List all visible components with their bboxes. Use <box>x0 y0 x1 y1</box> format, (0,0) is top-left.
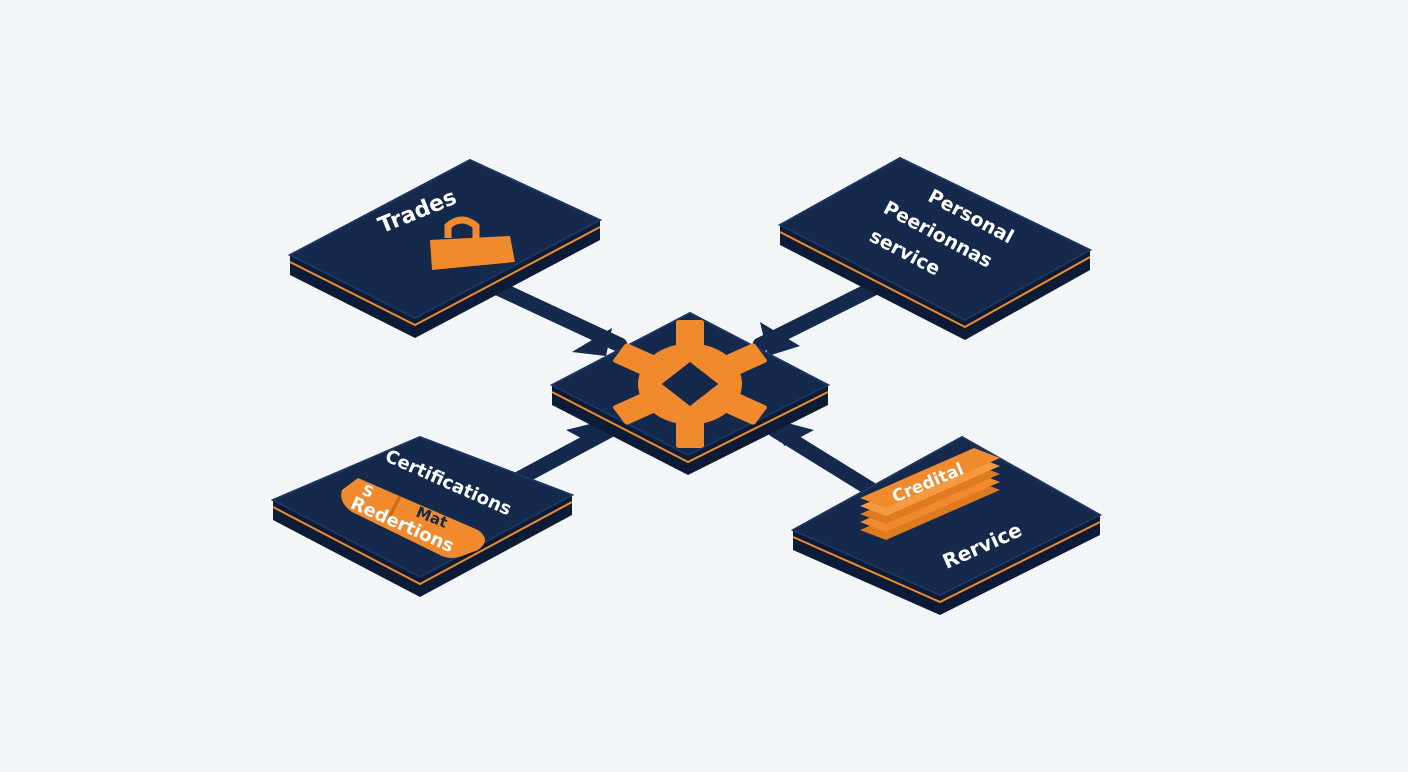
node-personal[interactable]: Personal Peerionnas service <box>777 156 1093 340</box>
tile-credential-accent <box>792 521 1101 604</box>
connector-arrowheads <box>566 322 814 446</box>
tile-hub-accent <box>551 391 829 464</box>
node-certifications[interactable]: S Mat Certifications Redertions <box>270 435 575 597</box>
node-hub[interactable] <box>549 311 831 475</box>
tile-trades-accent <box>289 226 601 327</box>
tile-hub-side <box>552 385 828 475</box>
arrowhead-credential <box>776 420 814 446</box>
tile-personal-top <box>777 156 1093 322</box>
tile-trades-top <box>287 158 603 320</box>
tile-trades-side <box>290 220 600 338</box>
tile-credential-top <box>790 435 1103 597</box>
tile-personal-accent <box>779 231 1091 329</box>
arrowhead-personal <box>760 322 800 356</box>
node-trades[interactable]: Trades <box>287 158 603 338</box>
node-credential[interactable]: Credital Rervice <box>790 435 1103 615</box>
tile-certifications-accent <box>272 501 573 586</box>
lock-icon <box>430 216 515 270</box>
arrowhead-trades <box>572 328 612 356</box>
gear-icon <box>613 320 767 448</box>
card-stack-icon: Credital <box>860 448 1000 540</box>
tile-personal-side <box>780 225 1090 340</box>
